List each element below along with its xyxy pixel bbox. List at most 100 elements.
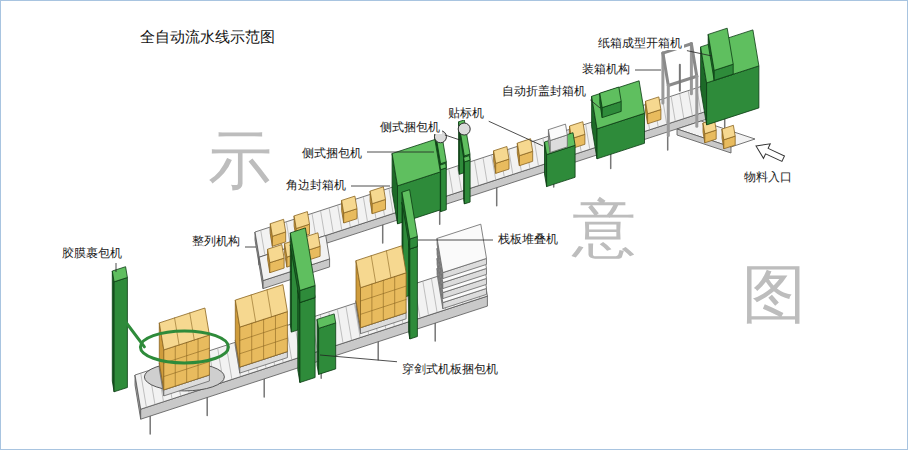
lance-strapper-cabinet	[317, 314, 336, 375]
strap-coil	[458, 123, 470, 135]
flap-sealer	[592, 81, 645, 159]
roller	[475, 161, 479, 184]
roller	[671, 97, 675, 120]
gantry-gripper	[679, 65, 681, 91]
part-label: 侧式捆包机	[378, 120, 442, 134]
roller	[346, 307, 351, 339]
stack-seam	[198, 339, 199, 379]
roller	[338, 310, 343, 342]
part-label: 穿剑式机板捆包机	[400, 362, 500, 376]
stacker-beam-top	[402, 190, 417, 239]
corner-sealer-top	[392, 140, 440, 186]
roller	[586, 125, 590, 148]
main-conveyor-front	[259, 96, 753, 265]
pallet-slab-top	[437, 224, 486, 272]
lance-strapper-beam-top	[290, 228, 315, 291]
lance-strapper-cabinet-top	[317, 314, 336, 329]
wrapper-ring	[140, 331, 228, 363]
leader-line	[418, 240, 493, 241]
part-label: 贴标机	[446, 106, 486, 120]
carton-top	[646, 97, 661, 114]
stack-seam	[371, 284, 372, 324]
main-conveyor	[255, 71, 753, 265]
watermark: 示	[208, 128, 272, 192]
carton-top	[268, 245, 285, 263]
stack-seam	[190, 313, 195, 340]
strapper-beam-top	[459, 120, 470, 156]
part-label: 整列机构	[190, 234, 242, 248]
conveyor-leg	[149, 416, 151, 434]
carton-stack-top	[235, 285, 287, 328]
part-label: 角边封箱机	[284, 178, 348, 192]
leader-line	[116, 263, 117, 272]
carton-top	[270, 219, 285, 236]
part-label: 自动折盖封箱机	[500, 84, 588, 98]
stacker-post-front	[410, 247, 418, 340]
carton-top	[370, 187, 385, 204]
stack-seam	[394, 277, 395, 317]
lance-strapper-post	[298, 285, 315, 383]
part-label: 胶膜裹包机	[60, 246, 124, 260]
roller	[321, 212, 325, 235]
carton	[268, 245, 285, 273]
strapper-post-top	[464, 156, 471, 162]
lance-strapper-post-front	[300, 298, 315, 383]
stack-seam	[386, 251, 391, 278]
labeler-head	[548, 124, 567, 152]
leader-line	[635, 70, 661, 71]
stack-seam	[263, 319, 264, 359]
roller	[338, 206, 342, 229]
leader-line	[489, 121, 543, 146]
conveyor-leg	[382, 225, 384, 243]
stack-seam	[371, 256, 376, 283]
stack-seam	[175, 346, 176, 386]
roller	[363, 198, 367, 221]
wrapper-post	[112, 267, 127, 392]
strapper-post-front	[464, 160, 470, 204]
carton-stack	[159, 308, 209, 390]
strapper-beam	[459, 120, 470, 162]
carton	[342, 196, 357, 223]
roller	[680, 94, 684, 117]
carton-top	[517, 139, 532, 156]
box-former-hood-top	[708, 28, 733, 70]
carton-top	[294, 212, 309, 229]
carton-stack	[235, 285, 287, 368]
part-label: 纸箱成型开箱机	[596, 36, 684, 50]
lance-strapper-cabinet-front	[319, 323, 336, 375]
carton-stack	[356, 246, 406, 328]
gantry-beam	[663, 53, 668, 85]
roller	[329, 209, 333, 232]
part-label: 栈板堆叠机	[496, 232, 560, 246]
flap-sealer-head-top	[600, 87, 621, 108]
leader-line	[367, 152, 434, 153]
part-label: 装箱机构	[580, 62, 632, 76]
watermark: 意	[572, 196, 636, 260]
wrapper-post-top	[112, 267, 127, 282]
carton-top	[342, 196, 357, 213]
lance-strapper-beam	[290, 228, 315, 303]
entry-arrow	[753, 139, 787, 166]
conveyor-leg	[377, 342, 379, 360]
strapper-post-front	[441, 168, 447, 212]
part-label: 侧式捆包机	[300, 146, 364, 160]
main-conveyor-top	[255, 71, 753, 257]
flap-sealer-head	[600, 87, 621, 118]
roller	[261, 231, 265, 254]
carton	[517, 139, 532, 166]
roller	[483, 159, 487, 182]
strapper-post	[464, 156, 471, 204]
leader-line	[245, 247, 256, 248]
stacker-post	[409, 239, 418, 339]
leader-line	[590, 100, 600, 108]
leader-line	[445, 135, 460, 140]
title: 全自动流水线示范图	[140, 28, 275, 46]
box-former-hood	[708, 28, 733, 80]
roller	[432, 279, 437, 311]
gantry-beam	[668, 76, 697, 85]
conveyor-leg	[496, 188, 498, 206]
leader-line	[320, 355, 397, 362]
leader-line	[351, 186, 390, 187]
